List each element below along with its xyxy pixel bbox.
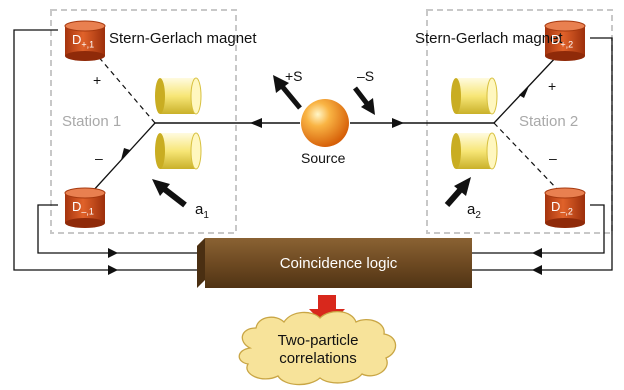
detector-plus-2-label: D+,2 xyxy=(551,32,574,50)
left-beam-arrow xyxy=(250,118,262,128)
magnet-left-bottom xyxy=(155,132,202,170)
angle-a1-arrow-shaft xyxy=(161,185,187,208)
detector-plus-1-icon xyxy=(64,20,106,61)
station-1-frame xyxy=(50,9,237,234)
correlations-line-2: correlations xyxy=(279,350,357,367)
left-minus-sign: – xyxy=(95,150,103,166)
correlations-label: Two-particle correlations xyxy=(258,332,378,368)
spin-plus-arrow-shaft xyxy=(279,83,302,110)
magnet-left-top xyxy=(155,77,202,115)
magnet-right-top xyxy=(451,77,498,115)
spin-minus-arrowhead xyxy=(361,98,375,115)
wire-minus-1 xyxy=(37,204,200,254)
angle-a1-label: a1 xyxy=(195,201,209,221)
magnet-label-left: Stern-Gerlach magnet xyxy=(109,30,257,47)
correlations-cloud-icon xyxy=(238,311,397,386)
station-2-title: Station 2 xyxy=(519,113,579,130)
source-sphere-icon xyxy=(301,99,349,147)
wire-minus-2-arrow xyxy=(532,248,542,258)
right-minus-sign: – xyxy=(549,150,557,166)
detector-minus-2-label: D–,2 xyxy=(551,199,573,217)
wire-plus-1 xyxy=(13,29,200,271)
coincidence-logic-box xyxy=(197,238,472,288)
right-plus-sign: + xyxy=(548,78,557,94)
left-minus-arrow xyxy=(121,148,130,160)
right-beam-arrow xyxy=(392,118,404,128)
right-minus-path xyxy=(493,122,559,191)
spin-plus-arrowhead xyxy=(273,75,289,93)
spin-plus-label: +S xyxy=(285,68,303,84)
angle-a2-arrow-shaft xyxy=(444,186,465,207)
detector-minus-1-label: D–,1 xyxy=(72,199,94,217)
detector-plus-1-label: D+,1 xyxy=(72,32,95,50)
wire-plus-1-arrow xyxy=(108,265,118,275)
wire-plus-2-arrow xyxy=(532,265,542,275)
coincidence-logic-label: Coincidence logic xyxy=(279,255,398,272)
station-1-title: Station 1 xyxy=(62,113,122,130)
left-minus-path xyxy=(91,122,156,193)
magnet-right-bottom xyxy=(451,132,498,170)
left-plus-path xyxy=(90,47,156,124)
magnet-label-right: Stern-Gerlach magnet xyxy=(415,30,563,47)
correlations-line-1: Two-particle xyxy=(277,332,359,349)
detector-plus-2-icon xyxy=(544,20,586,61)
angle-a2-arrowhead xyxy=(454,177,471,196)
angle-a2-label: a2 xyxy=(467,201,481,221)
left-plus-sign: + xyxy=(93,72,102,88)
detector-minus-1-icon xyxy=(64,187,106,228)
source-label: Source xyxy=(301,150,346,166)
wire-minus-1-arrow xyxy=(108,248,118,258)
right-plus-arrow xyxy=(519,86,529,98)
spin-minus-label: –S xyxy=(357,68,375,84)
angle-a1-arrowhead xyxy=(152,179,170,196)
detector-minus-2-icon xyxy=(544,187,586,228)
station-2-frame xyxy=(426,9,613,234)
spin-minus-arrow-shaft xyxy=(353,86,370,107)
